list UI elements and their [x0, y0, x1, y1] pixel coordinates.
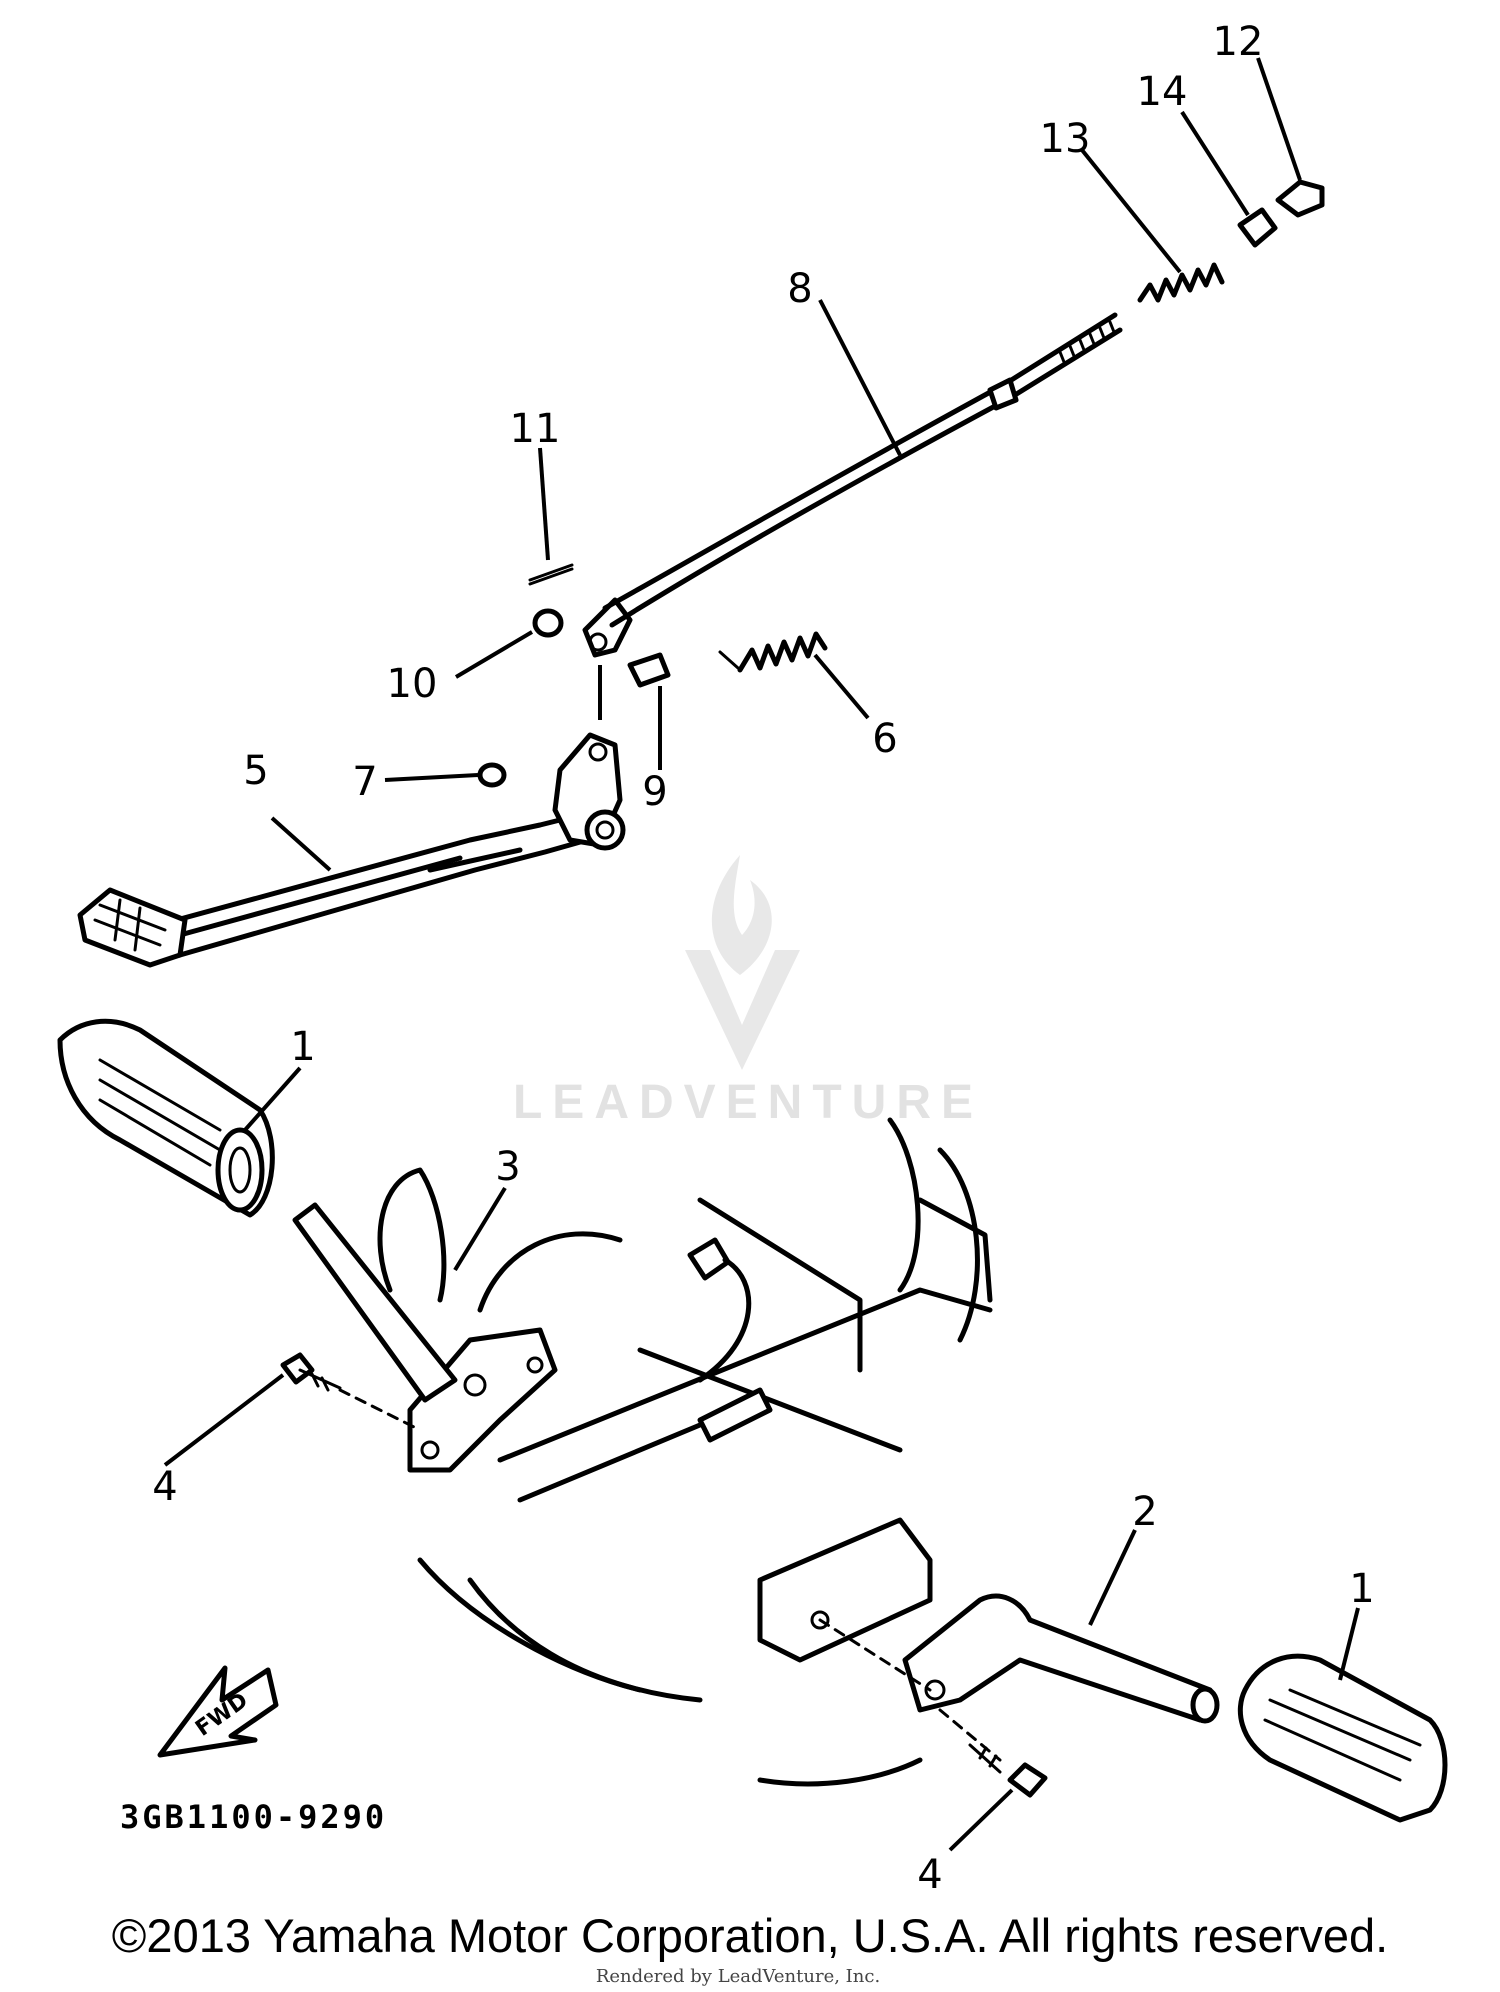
callout-1-upper: 1 — [290, 1024, 315, 1070]
callout-numbers: 12 14 13 8 11 10 6 9 7 5 1 3 4 2 1 4 — [152, 19, 1374, 1898]
rendered-by-text: Rendered by LeadVenture, Inc. — [596, 1966, 880, 1987]
frame-outline — [477, 1231, 623, 1313]
callout-4-lower: 4 — [917, 1852, 942, 1898]
return-spring-6 — [737, 631, 828, 673]
right-footpeg-2 — [902, 1593, 1213, 1723]
callout-1-lower: 1 — [1349, 1566, 1374, 1612]
callout-4-upper: 4 — [152, 1464, 177, 1510]
part-code: 3GB1100-9290 — [120, 1798, 387, 1836]
callout-9: 9 — [642, 769, 667, 815]
washer-7 — [477, 762, 507, 788]
rod-threads — [1058, 320, 1116, 364]
assembly-line-upper — [338, 1388, 422, 1432]
cotter-pin-11 — [528, 563, 574, 586]
brake-pedal-pad — [77, 887, 188, 968]
callout-12: 12 — [1213, 19, 1264, 65]
right-bracket — [757, 1517, 933, 1663]
watermark-text: LEADVENTURE — [513, 1076, 983, 1129]
bolt-4-lower — [1007, 1762, 1048, 1798]
fwd-arrow-icon: FWD — [157, 1665, 279, 1758]
washer-10 — [532, 608, 564, 638]
callout-6: 6 — [872, 716, 897, 762]
right-footrest-rubber-1 — [1237, 1653, 1448, 1823]
callout-3: 3 — [495, 1144, 520, 1190]
callout-14: 14 — [1137, 69, 1188, 115]
callout-2: 2 — [1132, 1489, 1157, 1535]
footrest-assembly — [57, 1018, 1448, 1823]
clevis-pin-9 — [627, 652, 671, 688]
flame-logo-icon — [711, 855, 772, 975]
callout-13: 13 — [1040, 116, 1091, 162]
callout-11: 11 — [510, 406, 561, 452]
callout-8: 8 — [787, 266, 812, 312]
spring-13 — [1137, 262, 1225, 303]
copyright-text: ©2013 Yamaha Motor Corporation, U.S.A. A… — [112, 1909, 1388, 1962]
leader-lines — [163, 57, 1360, 1852]
brake-pedal — [137, 807, 608, 963]
nut-14 — [1237, 207, 1278, 248]
callout-10: 10 — [387, 661, 438, 707]
callout-7: 7 — [352, 759, 377, 805]
assembly-line-lower — [818, 1618, 932, 1692]
v-logo-icon — [685, 950, 800, 1070]
brake-pedal-assembly — [77, 179, 1325, 968]
left-footrest-bracket-3 — [407, 1327, 558, 1473]
brake-rod-8 — [609, 327, 1123, 628]
bolt-4-upper — [280, 1352, 315, 1385]
cross-tube — [697, 1387, 773, 1443]
leadventure-watermark: LEADVENTURE — [513, 855, 983, 1129]
callout-5: 5 — [243, 748, 268, 794]
adjusting-nut-12 — [1275, 179, 1325, 218]
left-footpeg-shaft — [292, 1202, 458, 1403]
